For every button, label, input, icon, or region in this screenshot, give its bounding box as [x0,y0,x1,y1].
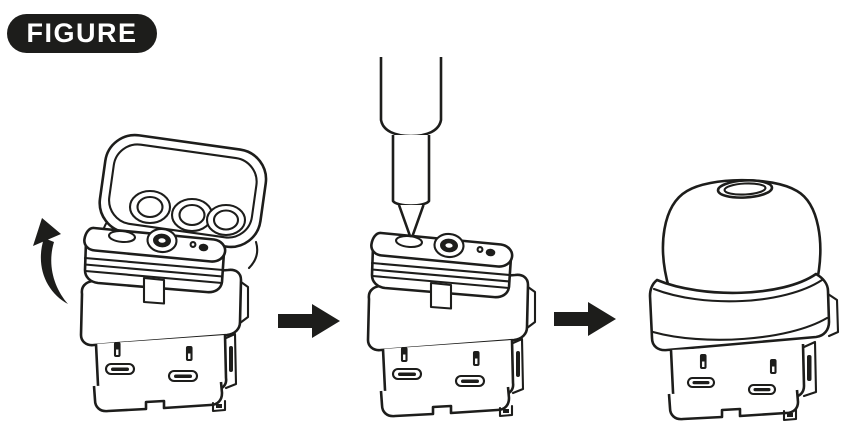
pod-closed-cap [661,178,822,289]
right-arrow-icon [554,302,616,336]
figure-badge: FIGURE [7,14,157,53]
step-connector-1 [277,300,341,342]
pod-fill-port-illustration [366,57,537,418]
pod-collar [648,272,840,352]
step2-refill-illustration [336,56,572,426]
liquid-bottle-nozzle-icon [379,57,443,238]
pod-open-lid-illustration [33,133,268,413]
step1-open-lid-illustration [28,130,300,428]
pod-closed-illustration [648,178,840,422]
pod-body [667,340,818,422]
pod-fill-top [370,231,514,310]
fill-hole [107,229,137,244]
pod-open-cap [98,133,268,270]
figure-badge-label: FIGURE [26,18,138,48]
step-connector-2 [553,298,617,340]
step3-closed-pod-illustration [638,174,840,428]
right-arrow-icon [278,304,340,338]
curved-flip-open-arrow-icon [33,218,68,304]
pod-fill-top [83,226,227,305]
cap-seal-rings [128,189,247,237]
